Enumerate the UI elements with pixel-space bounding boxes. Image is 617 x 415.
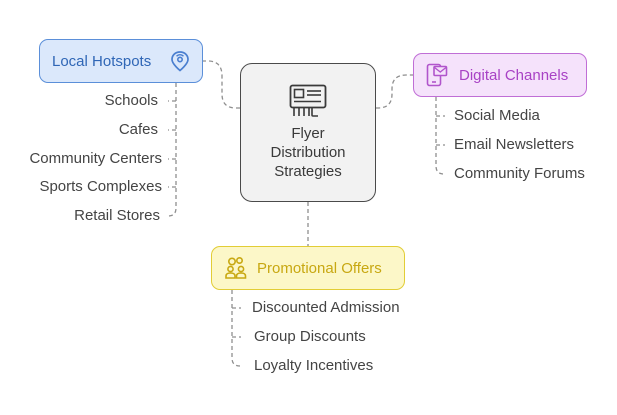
branch-local-hotspots: Local Hotspots	[39, 39, 203, 83]
branch-promo-label: Promotional Offers	[257, 259, 382, 277]
center-title-line-2: Distribution	[270, 144, 346, 161]
leaf-retail-stores: Retail Stores	[74, 207, 160, 224]
connector-center-digital	[376, 74, 413, 109]
connector-center-local	[203, 60, 240, 109]
leaf-discounted-admission: Discounted Admission	[252, 299, 400, 316]
center-node: Flyer Distribution Strategies	[240, 63, 376, 202]
leaf-social-media: Social Media	[454, 107, 540, 124]
flyer-icon	[289, 84, 327, 117]
branch-digital-channels: Digital Channels	[413, 53, 587, 97]
leaf-community-centers: Community Centers	[29, 150, 162, 167]
branch-digital-label: Digital Channels	[459, 66, 569, 84]
leaf-community-forums: Community Forums	[454, 165, 585, 182]
mobile-message-icon	[426, 63, 448, 87]
leaf-sports-complexes: Sports Complexes	[39, 178, 162, 195]
connector-digital-trunk	[435, 97, 445, 175]
center-title-line-1: Flyer	[291, 125, 325, 142]
connector-promo-trunk	[231, 290, 241, 367]
center-title-line-3: Strategies	[274, 163, 342, 180]
leaf-email-newsletters: Email Newsletters	[454, 136, 575, 153]
location-pin-icon	[171, 51, 189, 72]
group-people-icon	[225, 256, 247, 279]
connector-local-trunk	[167, 83, 177, 217]
leaf-group-discounts: Group Discounts	[254, 328, 366, 345]
leaf-schools: Schools	[104, 92, 158, 109]
branch-local-label: Local Hotspots	[52, 52, 152, 70]
leaf-cafes: Cafes	[118, 121, 158, 138]
branch-promotional-offers: Promotional Offers	[211, 246, 405, 290]
leaf-loyalty-incentives: Loyalty Incentives	[254, 357, 374, 374]
